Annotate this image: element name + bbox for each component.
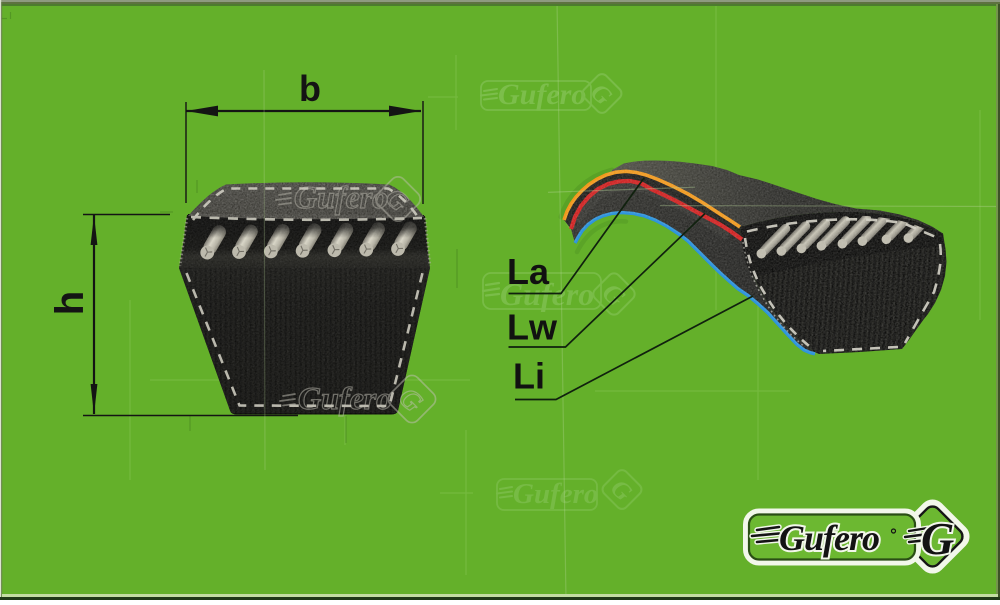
svg-text:Gufero: Gufero xyxy=(779,518,879,558)
svg-text:Gufero: Gufero xyxy=(298,380,392,416)
svg-text:La: La xyxy=(507,251,550,292)
svg-text:Lw: Lw xyxy=(507,307,558,348)
svg-text:G: G xyxy=(921,513,954,564)
svg-text:Gufero: Gufero xyxy=(513,478,598,510)
svg-text:b: b xyxy=(299,68,321,109)
svg-text:Li: Li xyxy=(513,356,545,397)
svg-text:Gufero: Gufero xyxy=(294,179,388,215)
svg-text:h: h xyxy=(48,291,92,315)
svg-text:Gufero: Gufero xyxy=(498,78,586,111)
